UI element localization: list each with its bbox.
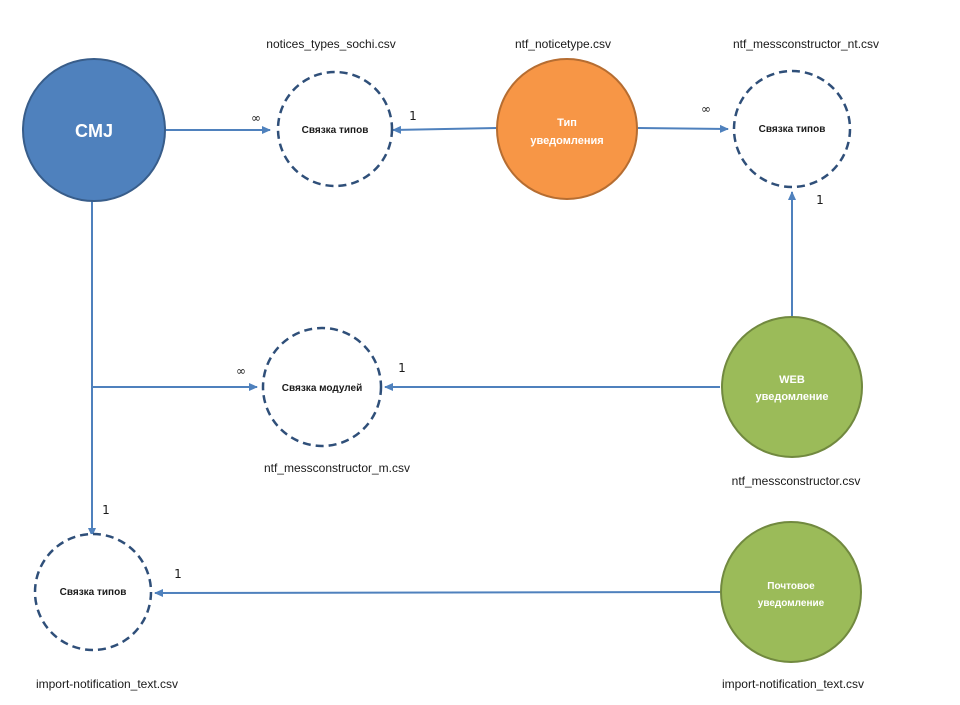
link-types-3-label: Связка типов (60, 587, 127, 598)
file-messconstructor: ntf_messconstructor.csv (732, 474, 861, 488)
connectors (88, 124, 796, 597)
cardinality-cmj-to-link3: 1 (102, 503, 110, 517)
file-notices-types: notices_types_sochi.csv (266, 37, 395, 51)
link-modules-label: Связка модулей (282, 383, 362, 394)
link-types-1-label: Связка типов (302, 125, 369, 136)
notice-type-label-line2: уведомления (530, 135, 603, 147)
file-messconstructor-m: ntf_messconstructor_m.csv (264, 461, 410, 475)
web-label-line1: WEB (779, 374, 805, 386)
cmj-label: CMJ (75, 121, 113, 141)
notice-type-circle (496, 58, 638, 200)
link-modules-circle (261, 326, 383, 448)
web-label-line2: уведомление (755, 391, 828, 403)
link-types-3-circle (33, 532, 153, 652)
file-noticetype: ntf_noticetype.csv (515, 37, 611, 51)
file-import-left: import-notification_text.csv (36, 677, 178, 691)
cardinality-type-to-link1: 1 (409, 109, 417, 123)
cardinality-cmj-to-link1: ∞ (251, 111, 261, 125)
node-web[interactable]: WEB уведомление (721, 316, 863, 458)
node-mail[interactable]: Почтовое уведомление (720, 521, 862, 663)
cmj-circle (22, 58, 166, 202)
node-link-types-2[interactable]: Связка типов (732, 69, 852, 189)
connector-mail-to-link-types-3 (154, 588, 721, 597)
link-types-2-label: Связка типов (759, 124, 826, 135)
link-types-2-circle (732, 69, 852, 189)
file-import-right: import-notification_text.csv (722, 677, 864, 691)
node-notice-type[interactable]: Тип уведомления (496, 58, 638, 200)
connector-type-to-link-types-2 (637, 124, 729, 133)
node-cmj[interactable]: CMJ (22, 58, 166, 202)
web-circle (721, 316, 863, 458)
node-link-types-1[interactable]: Связка типов (276, 70, 394, 188)
connector-type-to-link-types-1 (392, 125, 498, 134)
node-link-modules[interactable]: Связка модулей (261, 326, 383, 448)
cardinality-type-to-link2: ∞ (701, 102, 711, 116)
mail-label-line1: Почтовое (767, 581, 815, 592)
cardinality-cmj-to-modules: ∞ (236, 364, 246, 378)
cardinality-web-to-modules: 1 (398, 361, 406, 375)
mail-circle (720, 521, 862, 663)
notice-type-label-line1: Тип (557, 117, 577, 129)
file-messconstructor-nt: ntf_messconstructor_nt.csv (733, 37, 879, 51)
mail-label-line2: уведомление (758, 598, 825, 609)
cardinality-web-to-link2: 1 (816, 193, 824, 207)
file-captions: notices_types_sochi.csv ntf_noticetype.c… (36, 37, 879, 691)
link-types-1-circle (276, 70, 394, 188)
cardinality-mail-to-link3: 1 (174, 567, 182, 581)
cardinality-labels: ∞ 1 ∞ 1 ∞ 1 1 1 (102, 102, 824, 581)
node-link-types-3[interactable]: Связка типов (33, 532, 153, 652)
